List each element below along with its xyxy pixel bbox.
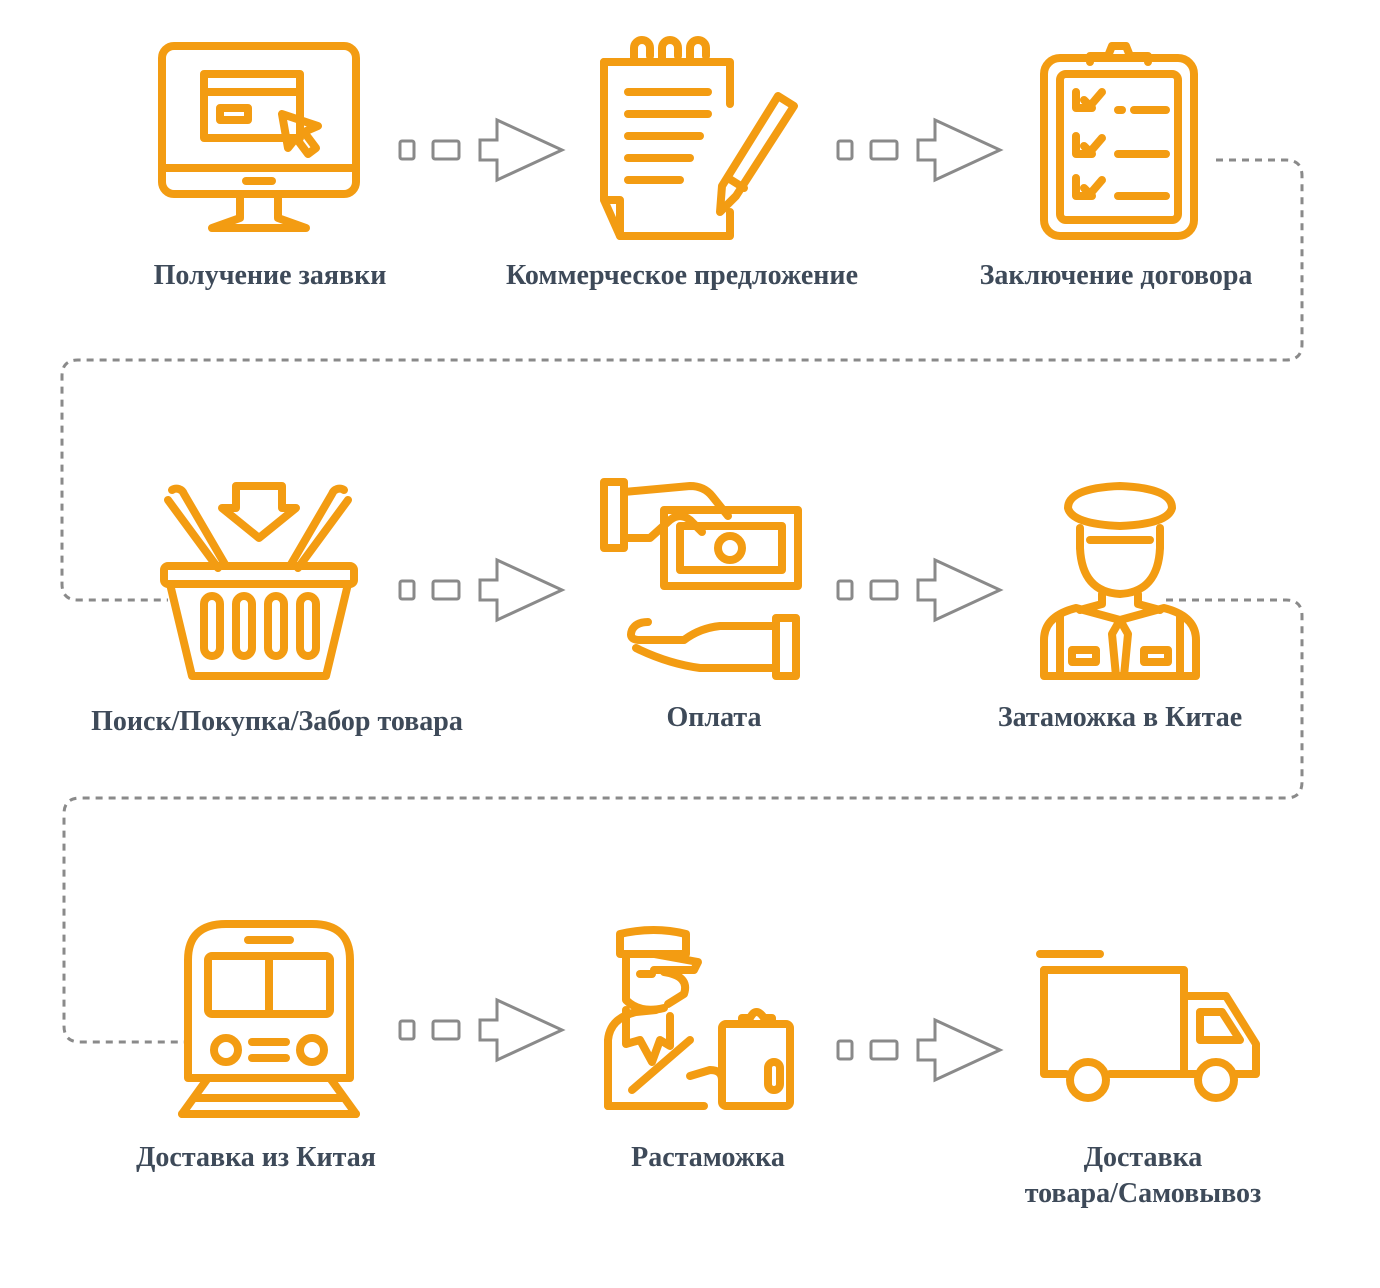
customs-officer-icon <box>1040 482 1200 680</box>
step-label-import-customs: Растаможка <box>631 1142 785 1173</box>
shopping-basket-icon <box>160 482 358 680</box>
flow-arrow-4 <box>836 558 1002 622</box>
step-label-request: Получение заявки <box>153 260 387 291</box>
hand-money-icon <box>600 478 802 680</box>
step-label-final-delivery-line1: Доставка <box>1083 1142 1203 1173</box>
flow-arrow-6 <box>836 1018 1002 1082</box>
inspector-clipboard-icon <box>604 926 794 1110</box>
monitor-cursor-icon <box>158 42 360 232</box>
step-label-contract: Заключение договора <box>979 260 1253 291</box>
step-label-payment: Оплата <box>666 702 762 733</box>
step-label-final-delivery-line2: товара/Самовывоз <box>1024 1178 1262 1209</box>
step-label-export-customs: Затаможка в Китае <box>997 702 1243 733</box>
notepad-pencil-icon <box>600 36 798 240</box>
step-label-offer: Коммерческое предложение <box>506 260 858 291</box>
step-label-purchase: Поиск/Покупка/Забор товара <box>91 706 463 737</box>
train-icon <box>178 920 360 1118</box>
clipboard-checklist-icon <box>1040 42 1198 240</box>
flow-arrow-2 <box>836 118 1002 182</box>
flow-arrow-1 <box>398 118 564 182</box>
flow-arrow-3 <box>398 558 564 622</box>
row-connector-2 <box>62 598 1304 1044</box>
flow-arrow-5 <box>398 998 564 1062</box>
step-label-china-delivery: Доставка из Китая <box>136 1142 376 1173</box>
delivery-truck-icon <box>1036 950 1260 1102</box>
